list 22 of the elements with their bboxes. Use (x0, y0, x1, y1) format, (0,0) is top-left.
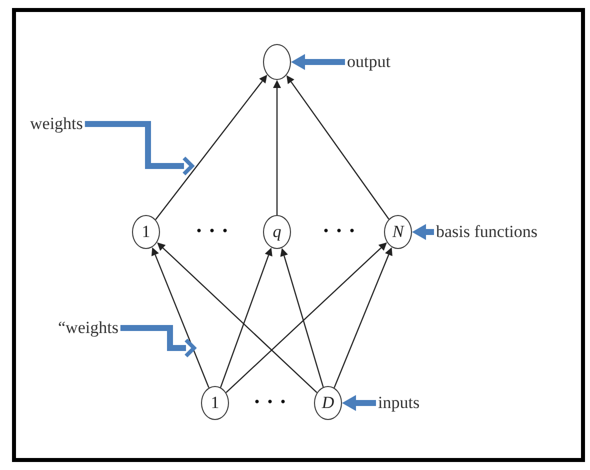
connection-arrow (334, 247, 392, 388)
callout-label: inputs (378, 392, 420, 414)
connection-arrow (220, 248, 272, 388)
connection-arrow (280, 248, 324, 388)
callout-label: basis functions (436, 221, 538, 243)
connection-arrow (273, 80, 281, 215)
connection-arrow (155, 74, 268, 220)
callout-arrow (291, 54, 345, 70)
callout-arrow (342, 395, 376, 411)
connection-arrow (226, 242, 387, 394)
callout-arrow (412, 224, 434, 240)
connection-arrow (286, 75, 390, 220)
ellipsis: • • • (196, 224, 230, 240)
ellipsis: • • • (254, 394, 288, 412)
callout-arrow (120, 325, 196, 358)
callout-label: “weights (58, 317, 118, 339)
callout-arrow (84, 121, 194, 176)
connection-arrow (152, 247, 210, 388)
ellipsis: • • • (323, 224, 357, 240)
callout-label: weights (30, 113, 83, 135)
connection-arrow (157, 242, 318, 394)
callout-label: output (347, 51, 390, 73)
